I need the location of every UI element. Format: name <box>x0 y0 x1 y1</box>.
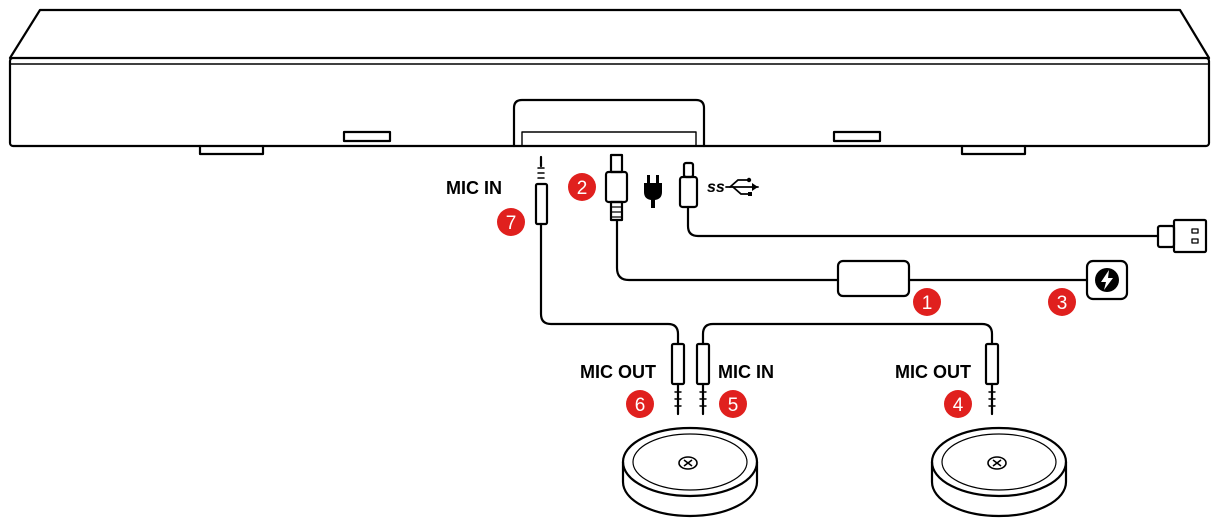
usb-a-plug <box>1156 218 1208 254</box>
video-bar-body <box>8 56 1211 148</box>
badge-3: 3 <box>1048 288 1076 316</box>
usb-c-connector <box>678 161 699 209</box>
mic-cable-left <box>539 222 680 346</box>
badge-5: 5 <box>719 390 747 418</box>
mic-cable-right <box>701 322 994 346</box>
mute-icon[interactable] <box>987 456 1007 470</box>
mic-in-label-mid: MIC IN <box>718 362 774 382</box>
power-outlet-box <box>1085 259 1129 301</box>
power-plug-icon <box>644 175 662 208</box>
mic-out-label-right: MIC OUT <box>895 362 971 382</box>
mic-out-label-left: MIC OUT <box>580 362 656 382</box>
mic-in-jack-top <box>534 155 549 226</box>
mic-out-jack-left <box>670 342 686 416</box>
badge-2: 2 <box>568 173 596 201</box>
svg-text:7: 7 <box>506 213 517 234</box>
video-bar-slot-right <box>832 130 882 143</box>
badge-7: 7 <box>497 208 525 236</box>
usb-superspeed-icon: ss <box>707 177 759 196</box>
svg-text:3: 3 <box>1057 293 1068 314</box>
svg-text:5: 5 <box>728 395 739 416</box>
svg-text:1: 1 <box>922 293 933 314</box>
svg-text:ss: ss <box>707 179 725 196</box>
video-bar-port-recess <box>512 98 706 148</box>
mic-in-label-top: MIC IN <box>446 178 502 198</box>
power-brick <box>836 259 911 298</box>
badge-1: 1 <box>913 288 941 316</box>
video-bar-foot-right <box>960 144 1027 156</box>
video-bar <box>8 8 1211 156</box>
video-bar-foot-left <box>198 144 265 156</box>
lightning-power-icon <box>1095 268 1119 292</box>
mic-out-jack-right <box>984 342 1000 416</box>
mic-in-jack-mid <box>695 342 711 416</box>
power-cable <box>615 218 840 282</box>
svg-text:4: 4 <box>953 395 964 416</box>
badge-6: 6 <box>626 390 654 418</box>
usb-cable <box>686 205 1160 238</box>
badge-4: 4 <box>944 390 972 418</box>
svg-text:6: 6 <box>635 395 646 416</box>
video-bar-slot-left <box>342 130 392 143</box>
mute-icon[interactable] <box>678 456 698 470</box>
power-connector <box>604 153 629 222</box>
microphone-pod-right <box>930 426 1068 518</box>
microphone-pod-left <box>621 426 759 518</box>
svg-text:2: 2 <box>577 178 588 199</box>
video-bar-top <box>8 8 1211 60</box>
